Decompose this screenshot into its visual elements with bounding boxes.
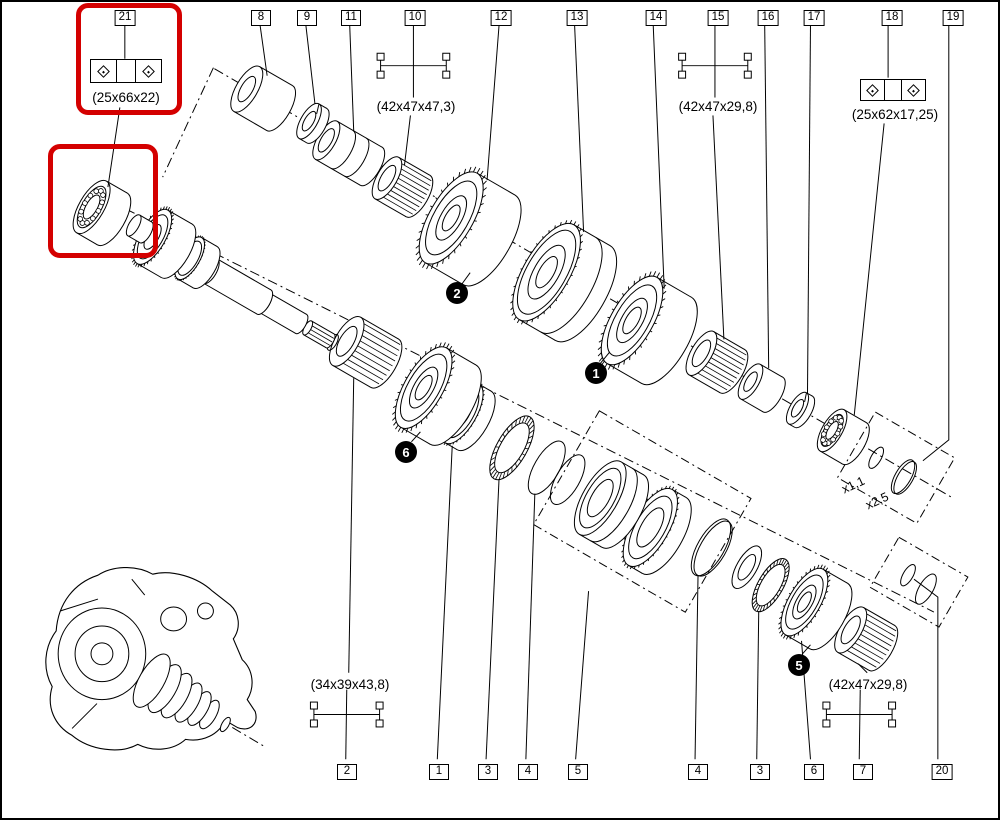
dashed-group-outlines <box>532 410 969 628</box>
gear-position-marker-1: 1 <box>585 362 607 384</box>
part-callout-19[interactable]: 19 <box>942 10 964 26</box>
seal-cell-mid <box>116 60 134 82</box>
seal-cell <box>91 60 116 82</box>
kit-bracket-symbols <box>309 52 897 728</box>
dim-label-15: (42x47x29,8) <box>678 99 758 114</box>
part-callout-4[interactable]: 4 <box>518 764 538 780</box>
part-circlip-4 <box>527 440 566 495</box>
part-hub-gear-5 <box>621 485 692 575</box>
part-washer-19a <box>868 446 885 469</box>
seal-cell-mid <box>884 80 901 100</box>
part-callout-2[interactable]: 2 <box>337 764 357 780</box>
part-gear-12 <box>415 166 522 287</box>
part-circlip-4b <box>690 518 733 577</box>
part-needle-bearing-7 <box>834 606 899 672</box>
seal-cell <box>900 80 925 100</box>
part-synchro-ring-3 <box>489 415 535 481</box>
part-callout-7[interactable]: 7 <box>853 764 873 780</box>
part-needle-bearing-10 <box>371 156 434 218</box>
seal-kit-symbol-21 <box>90 59 162 83</box>
part-callout-18[interactable]: 18 <box>881 10 903 26</box>
dim-label-7: (42x47x29,8) <box>828 677 908 692</box>
part-callout-13[interactable]: 13 <box>566 10 588 26</box>
part-synchro-assembly-13 <box>510 219 618 343</box>
part-needle-bearing-2 <box>328 316 403 389</box>
part-callout-3b[interactable]: 3 <box>750 764 770 780</box>
part-callout-12[interactable]: 12 <box>490 10 512 26</box>
seal-diamond-icon <box>141 64 155 78</box>
part-shaft-nose <box>125 214 154 244</box>
part-callout-5[interactable]: 5 <box>568 764 588 780</box>
part-callout-9[interactable]: 9 <box>297 10 317 26</box>
part-oring-19b <box>890 459 917 495</box>
seal-diamond-icon <box>97 64 111 78</box>
part-needle-bearing-15 <box>685 330 749 394</box>
part-callout-14[interactable]: 14 <box>645 10 667 26</box>
part-gear-6 <box>778 564 853 651</box>
part-spacer-16 <box>737 363 786 413</box>
seal-kit-symbol-18 <box>860 79 926 101</box>
part-callout-6[interactable]: 6 <box>804 764 824 780</box>
part-gear-cluster <box>392 342 482 446</box>
leader-lines <box>107 25 950 760</box>
part-callout-4b[interactable]: 4 <box>688 764 708 780</box>
part-callout-17[interactable]: 17 <box>803 10 825 26</box>
thickness-label-1: x1,1 <box>840 474 867 497</box>
part-callout-11[interactable]: 11 <box>341 10 361 26</box>
dim-label-18: (25x62x17,25) <box>851 107 939 122</box>
thickness-label-2: x2,5 <box>864 490 891 513</box>
exploded-parts <box>72 65 937 672</box>
dim-label-10: (42x47x47,3) <box>376 99 456 114</box>
part-callout-8[interactable]: 8 <box>251 10 271 26</box>
part-callout-16[interactable]: 16 <box>757 10 779 26</box>
gearbox-housing-illustration <box>45 567 257 751</box>
part-shaft-gear-large <box>131 206 197 279</box>
part-callout-1[interactable]: 1 <box>429 764 449 780</box>
part-callout-20[interactable]: 20 <box>931 764 953 780</box>
gear-position-marker-6: 6 <box>395 441 417 463</box>
part-ring-20a <box>914 573 937 605</box>
part-callout-10[interactable]: 10 <box>404 10 426 26</box>
part-washer-17 <box>785 391 816 429</box>
part-roller-bearing-21 <box>72 179 132 247</box>
part-callout-15[interactable]: 15 <box>707 10 729 26</box>
dim-label-2: (34x39x43,8) <box>310 677 390 692</box>
part-sleeve-11 <box>312 120 386 187</box>
gear-position-marker-2: 2 <box>446 282 468 304</box>
part-sliding-sleeve-5 <box>573 460 649 549</box>
seal-diamond-icon <box>866 83 879 97</box>
dim-label-21: (25x66x22) <box>92 90 160 105</box>
part-thrust-washer <box>731 545 763 590</box>
gear-position-marker-5: 5 <box>788 654 810 676</box>
part-ball-bearing-18 <box>816 408 870 466</box>
part-synchro-ring-3b <box>751 558 790 613</box>
seal-cell <box>861 80 884 100</box>
part-callout-21[interactable]: 21 <box>114 10 136 26</box>
seal-cell <box>134 60 161 82</box>
part-washer-9 <box>296 102 330 144</box>
part-bushing-8 <box>230 65 297 132</box>
seal-diamond-icon <box>907 83 920 97</box>
part-gear-14 <box>597 271 698 386</box>
part-ring-20b <box>900 564 916 587</box>
part-callout-3[interactable]: 3 <box>478 764 498 780</box>
